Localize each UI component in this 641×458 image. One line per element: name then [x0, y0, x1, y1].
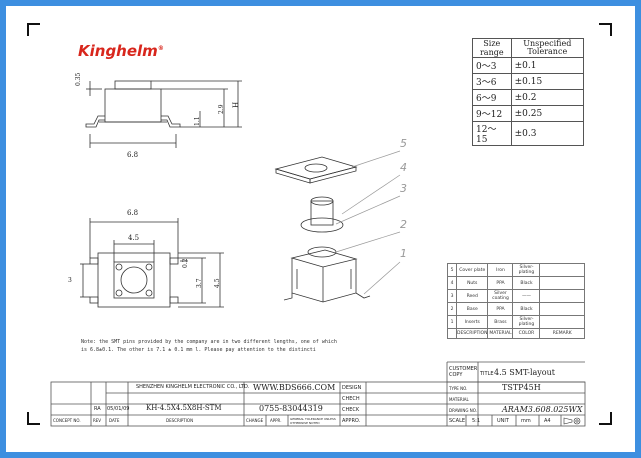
title-label: TITLE [480, 371, 494, 377]
unit-value: mm [521, 418, 531, 424]
bom-header-description: DESCRIPTION [455, 328, 489, 339]
bom-color: Black [512, 302, 541, 316]
design-label: DESIGN [342, 385, 362, 391]
bom-color: Silver- plating [512, 315, 541, 329]
note-line-2: is 6.8±0.1. The other is 7.1 ± 0.1 mm l.… [81, 347, 316, 353]
bom-color: Black [512, 276, 541, 290]
company-name: SHENZHEN KINGHELM ELECTRONIC CO., LTD. [136, 384, 250, 390]
concept-no-label: CONCEPT NO. [53, 418, 81, 423]
scale-label: SCALE [449, 418, 466, 424]
drawing-sheet: Kinghelm® Size range Unspecified Toleran… [6, 6, 635, 452]
tolerance-header: Unspecified Tolerance [510, 38, 585, 58]
projection-symbol-icon [563, 417, 581, 425]
bom-desc: Reed [455, 289, 489, 303]
dim-top-left: 3 [68, 277, 72, 284]
callout-3: 3 [400, 182, 407, 195]
note-line-1: Note: the SMT pins provided by the compa… [81, 339, 337, 345]
part-drawing [80, 80, 401, 308]
sheet-size-value: A4 [544, 418, 551, 424]
callout-5: 5 [400, 137, 407, 150]
type-no-label: TYPE NO. [449, 386, 468, 391]
drawing-no-label: DRAWING NO. [449, 408, 477, 413]
callout-4: 4 [400, 161, 407, 174]
bom-header-remark: REMARK [539, 328, 585, 339]
rev-label: RA [94, 406, 101, 412]
title-value: 4.5 SMT-layout [494, 368, 555, 377]
dim-top-width: 6.8 [127, 209, 139, 217]
dim-side-width: 6.8 [127, 151, 139, 159]
website: WWW.BDS666.COM [253, 383, 336, 392]
type-no-value: TSTP45H [502, 383, 541, 392]
date-col-label: DATE [109, 418, 120, 423]
unit-label: UNIT [497, 418, 509, 424]
check-label-2: CHECK [342, 407, 360, 413]
bom-header-color: COLOR [512, 328, 541, 339]
customer-copy-label: CUSTOMER COPY [449, 366, 478, 378]
drawing-no-value: ARAM3.608.025WX [502, 405, 583, 414]
scale-value: 5:1 [472, 418, 481, 424]
tolerance-table: Size range Unspecified Tolerance 0～3±0.1… [472, 38, 585, 146]
material-label: MATERIAL [449, 397, 469, 402]
approve-label: APPRO. [342, 418, 361, 424]
check-label-1: CHECH [342, 396, 360, 402]
appr-col-label: APPR. [270, 418, 282, 423]
note-text: Note: the SMT pins provided by the compa… [81, 338, 337, 354]
rev-date: 05/01/09 [107, 406, 130, 412]
tol-range-4: 12～15 [472, 121, 512, 146]
phone-number: 0755-83044319 [259, 404, 323, 413]
callout-2: 2 [400, 218, 407, 231]
rev-col-label: REV [93, 418, 102, 423]
callout-1: 1 [400, 247, 407, 260]
corner-marks [27, 23, 612, 425]
change-col-label: CHANGE [246, 418, 264, 423]
tol-value-4: ±0.3 [510, 121, 585, 146]
kinghelm-logo: Kinghelm® [78, 42, 164, 60]
description-col-label: DESCRIPTION [166, 418, 194, 423]
dim-top-inner-width: 4.5 [128, 234, 140, 242]
general-tolerance-label: GENERAL TOLERANCE UNLESS OTHERWISE NOTED [290, 417, 336, 425]
bom-color: Silver- plating [512, 263, 541, 277]
part-number: KH-4.5X4.5X8H-STM [146, 404, 222, 412]
title-block-frame [50, 361, 586, 427]
